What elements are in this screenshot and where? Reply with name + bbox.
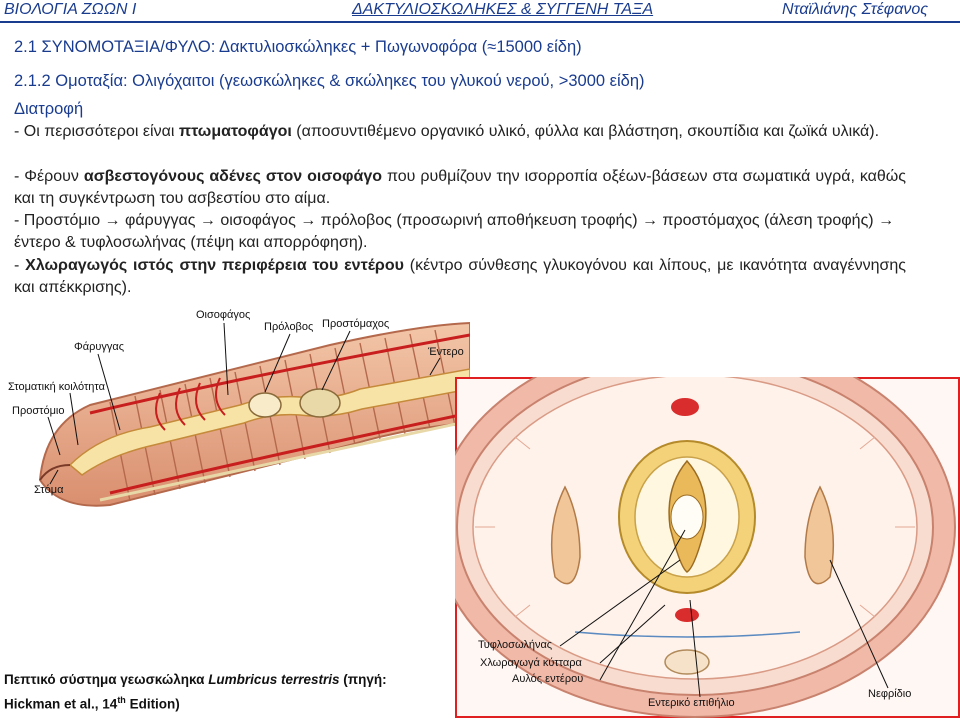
label-pharynx: Φάρυγγας bbox=[74, 341, 125, 353]
label-intestine: Έντερο bbox=[428, 346, 464, 358]
label-typhlosole: Τυφλοσωλήνας bbox=[478, 639, 553, 651]
section-heading-class: 2.1.2 Ομοταξία: Ολιγόχαιτοι (γεωσκώληκες… bbox=[14, 72, 645, 90]
paragraph-scavengers: - Οι περισσότεροι είναι πτωματοφάγοι (απ… bbox=[14, 123, 880, 140]
paragraph-chloragogen: - Χλωραγωγός ιστός στην περιφέρεια του ε… bbox=[14, 257, 907, 296]
worm-longitudinal-figure bbox=[38, 321, 470, 507]
label-oesophagus: Οισοφάγος bbox=[196, 309, 251, 321]
bold-term: πτωματοφάγοι bbox=[178, 123, 292, 140]
paragraph-digestive-path: - Προστόμιο → φάρυγγας → οισοφάγος → πρό… bbox=[14, 212, 895, 251]
label-prostomium: Προστόμιο bbox=[12, 405, 65, 417]
label-intestinal-lumen: Αυλός εντέρου bbox=[512, 673, 584, 685]
label-chloragogen-cells: Χλωραγωγά κύτταρα bbox=[480, 657, 582, 669]
label-crop: Πρόλοβος bbox=[264, 321, 314, 333]
bold-term: ασβεστογόνους αδένες στον οισοφάγο bbox=[83, 168, 382, 185]
header-course: ΒΙΟΛΟΓΙΑ ΖΩΩΝ Ι bbox=[4, 1, 137, 18]
page-header: ΒΙΟΛΟΓΙΑ ΖΩΩΝ Ι ΔΑΚΤΥΛΙΟΣΚΩΛΗΚΕΣ & ΣΥΓΓΕ… bbox=[0, 0, 960, 20]
header-rule bbox=[0, 21, 960, 23]
label-mouth: Στόμα bbox=[34, 484, 64, 496]
label-nephridium: Νεφρίδιο bbox=[868, 688, 912, 700]
paragraph-calciferous-glands: - Φέρουν ασβεστογόνους αδένες στον οισοφ… bbox=[14, 168, 907, 207]
label-buccal-cavity: Στοματική κοιλότητα bbox=[8, 381, 105, 393]
label-intestinal-epithelium: Εντερικό επιθήλιο bbox=[648, 697, 735, 709]
section-heading-nutrition: Διατροφή bbox=[14, 100, 84, 118]
label-gizzard: Προστόμαχος bbox=[322, 318, 390, 330]
section-heading-phylum: 2.1 ΣΥΝΟΜΟΤΑΞΙΑ/ΦΥΛΟ: Δακτυλιοσκώληκες +… bbox=[14, 38, 582, 56]
figure-caption: Πεπτικό σύστημα γεωσκώληκα Lumbricus ter… bbox=[4, 672, 387, 712]
header-author: Νταϊλιάνης Στέφανος bbox=[782, 1, 928, 18]
bold-term: Χλωραγωγός ιστός στην περιφέρεια του εντ… bbox=[25, 257, 404, 274]
header-topic: ΔΑΚΤΥΛΙΟΣΚΩΛΗΚΕΣ & ΣΥΓΓΕΝΗ ΤΑΞΑ bbox=[352, 1, 654, 18]
